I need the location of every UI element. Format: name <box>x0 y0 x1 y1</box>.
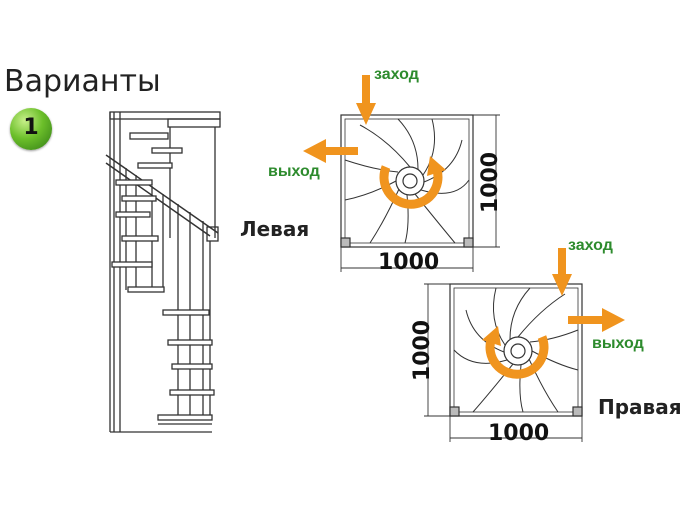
plan-left <box>340 114 474 248</box>
plan-left-outline <box>340 114 474 248</box>
plan-right-depth-label: 1000 <box>410 319 436 382</box>
plan-left-column <box>395 166 425 196</box>
plan-left-exit-arrow <box>303 139 326 163</box>
variant-number: 1 <box>23 115 39 140</box>
plan-left-entry-label: заход <box>374 66 419 83</box>
plan-right <box>449 283 583 417</box>
plan-right-entry-label: заход <box>568 237 613 254</box>
plan-left-side-label: Левая <box>240 217 310 241</box>
staircase-side-view <box>105 111 221 433</box>
plan-right-step-lines <box>453 287 579 413</box>
plan-left-entry-arrow <box>356 103 376 125</box>
plan-left-depth-label: 1000 <box>478 151 504 214</box>
plan-right-exit-arrow <box>602 308 625 332</box>
page-title: Варианты <box>4 64 161 99</box>
plan-left-step-lines <box>344 118 470 244</box>
plan-right-width-label: 1000 <box>488 421 550 446</box>
variant-number-badge: 1 <box>10 108 52 150</box>
handrail <box>105 154 219 234</box>
plan-left-direction-arc <box>379 165 443 209</box>
plan-left-exit-label: выход <box>268 163 320 180</box>
stair-treads <box>111 132 215 421</box>
plan-right-entry-arrow <box>552 274 572 296</box>
plan-right-side-label: Правая <box>598 395 682 419</box>
plan-right-exit-label: выход <box>592 335 644 352</box>
plan-right-outline <box>449 283 583 417</box>
plan-left-width-label: 1000 <box>378 250 440 275</box>
top-platform <box>109 111 221 120</box>
plan-right-column <box>503 336 533 366</box>
plan-right-direction-arc <box>485 335 549 379</box>
